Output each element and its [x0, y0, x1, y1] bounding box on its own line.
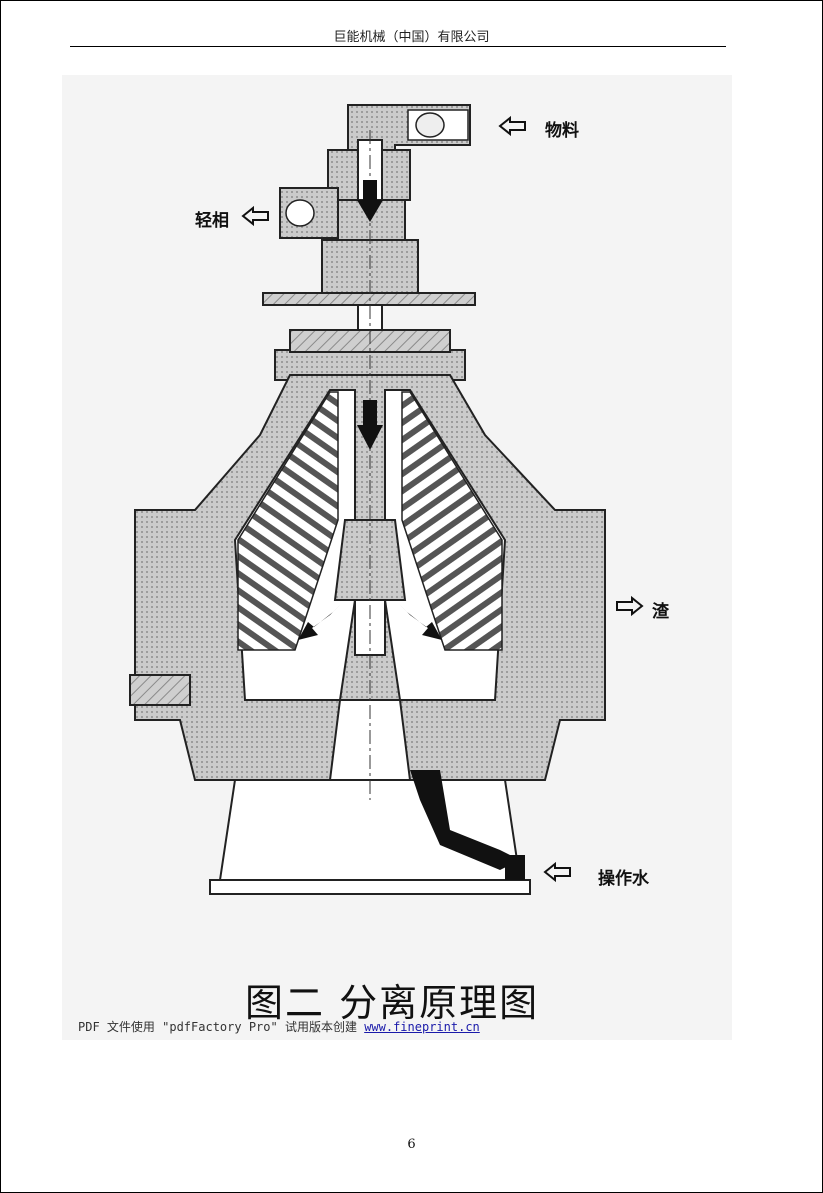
- left-mechanism: [129, 674, 191, 706]
- direction-arrows: [241, 115, 644, 883]
- top-flange: [262, 292, 476, 306]
- figure-caption: 图二 分离原理图: [245, 981, 540, 1025]
- disc-stack-right: [401, 391, 503, 651]
- operating-water-label: 操作水: [598, 869, 649, 889]
- watermark-link[interactable]: www.fineprint.cn: [364, 1020, 480, 1034]
- base-cover: [218, 779, 522, 881]
- feed-label: 物料: [545, 121, 579, 141]
- page-header: 巨能机械（中国）有限公司: [333, 30, 490, 45]
- watermark-text: PDF 文件使用 "pdfFactory Pro" 试用版本创建: [78, 1020, 357, 1034]
- flow-arrows: [298, 180, 442, 640]
- page-number: 6: [407, 1137, 416, 1152]
- sludge-label: 渣: [652, 602, 669, 622]
- light-phase-label: 轻相: [195, 211, 229, 231]
- disc-stack-left: [237, 391, 339, 651]
- base-plate: [209, 879, 531, 895]
- pdf-watermark: PDF 文件使用 "pdfFactory Pro" 试用版本创建 www.fin…: [78, 1018, 480, 1035]
- feed-inlet-pipe: [347, 104, 471, 171]
- operating-water-channel: [410, 770, 520, 870]
- header-rule: [70, 46, 726, 47]
